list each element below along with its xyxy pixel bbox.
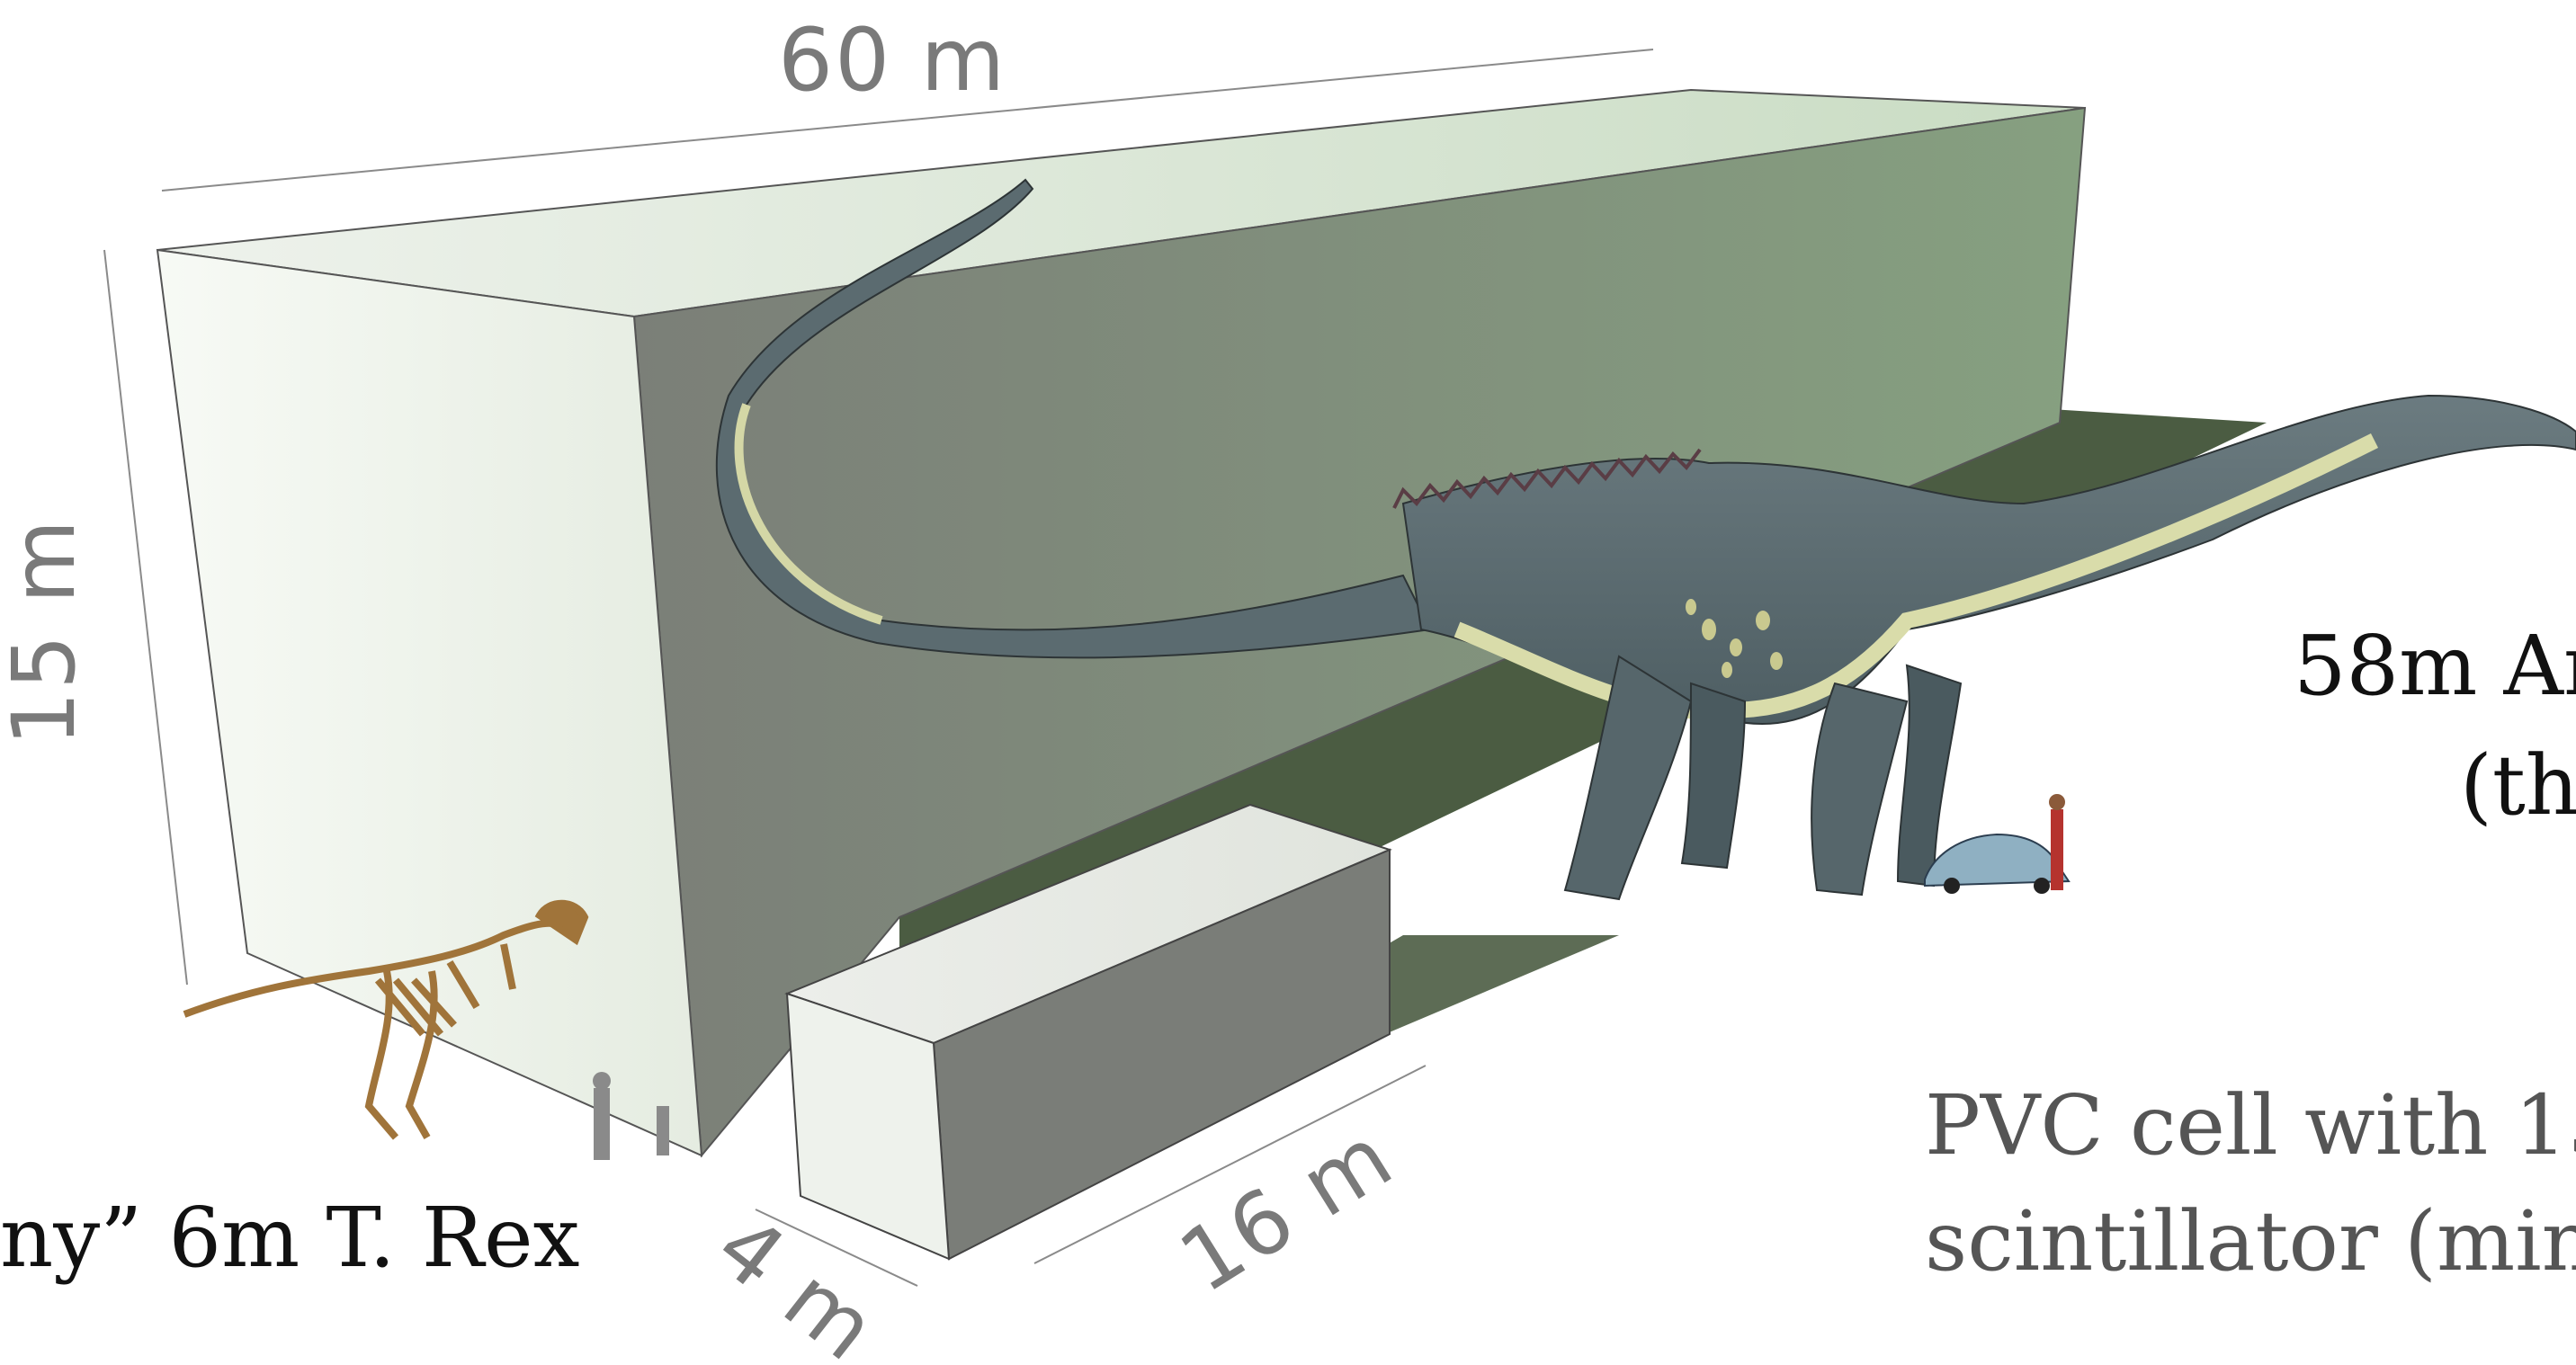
front-leg (1811, 683, 1907, 895)
person-icon (2051, 809, 2063, 890)
length-label: 60 m (778, 10, 1006, 111)
argentinosaurus-caption-line2: (th (2460, 737, 2576, 834)
trex-caption: ny” 6m T. Rex (0, 1190, 579, 1286)
hind-leg-far (1682, 683, 1745, 868)
car-and-person (1925, 794, 2069, 894)
argentinosaurus-caption-line1: 58m Ar (2294, 618, 2576, 714)
pvc-caption-line1: PVC cell with 15 (1925, 1077, 2576, 1173)
pvc-caption-line2: scintillator (mine (1925, 1193, 2576, 1289)
height-label: 15 m (0, 518, 94, 746)
car-icon (1925, 834, 2069, 886)
